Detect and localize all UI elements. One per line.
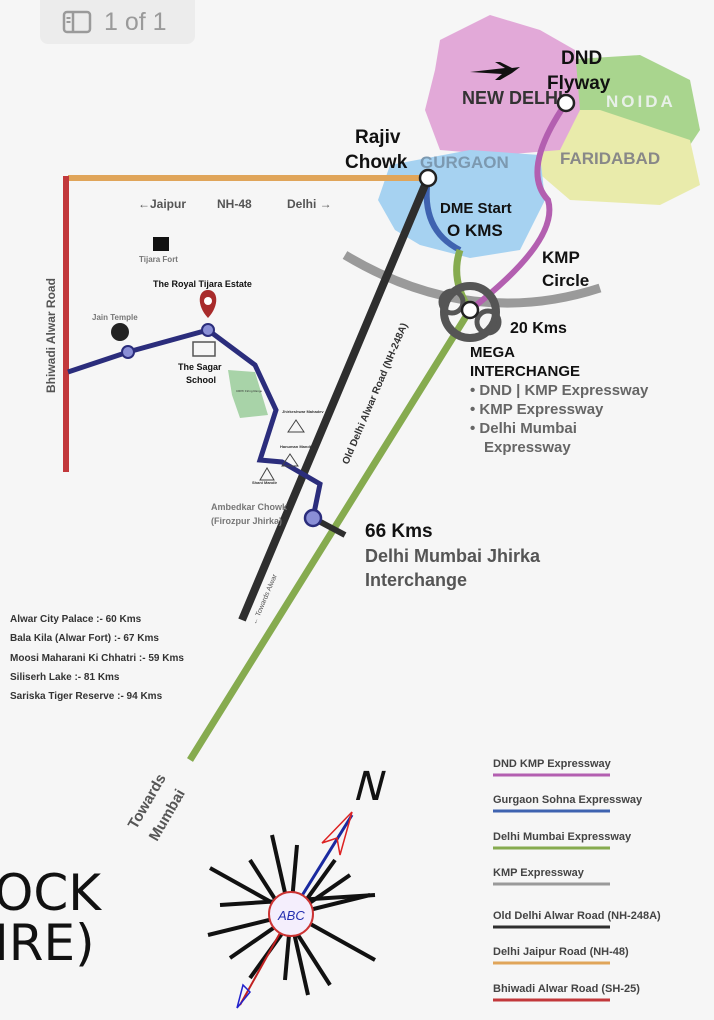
compass-center-text: ABC xyxy=(277,908,305,923)
label-school: School xyxy=(186,375,216,385)
distance-item: Sariska Tiger Reserve :- 94 Kms xyxy=(10,691,163,702)
label-jhirkeshwar: Jhirkeshwar Mahadev xyxy=(282,409,324,414)
fort-icon xyxy=(153,237,169,251)
page-indicator[interactable]: 1 of 1 xyxy=(40,0,195,44)
region-new-delhi xyxy=(425,15,580,155)
label-estate: The Royal Tijara Estate xyxy=(153,279,252,289)
school-icon xyxy=(192,341,216,357)
label-chowk: Chowk xyxy=(345,152,408,173)
mega-item: Expressway xyxy=(484,439,571,456)
interchange-loop-right xyxy=(474,308,502,336)
label-jaipur: ←Jaipur xyxy=(138,197,186,211)
node-mega-interchange xyxy=(460,300,480,320)
distance-item: Bala Kila (Alwar Fort) :- 67 Kms xyxy=(10,633,159,644)
mega-item: • Delhi Mumbai xyxy=(470,420,577,437)
label-jain-temple: Jain Temple xyxy=(92,313,138,322)
label-hanuman: Hanuman Mandir xyxy=(280,444,313,449)
mega-item: • DND | KMP Expressway xyxy=(470,382,649,399)
temple-icon-shani xyxy=(259,467,275,481)
airport-icon xyxy=(470,62,520,80)
road-dnd-kmp xyxy=(468,101,569,313)
page-count: 1 of 1 xyxy=(104,7,167,36)
label-circle: Circle xyxy=(542,271,589,290)
label-jhirka: Delhi Mumbai Jhirka xyxy=(365,546,541,566)
legend-label: DND KMP Expressway xyxy=(493,758,612,770)
distance-list: Alwar City Palace :- 60 Kms Bala Kila (A… xyxy=(10,614,184,702)
distance-item: Alwar City Palace :- 60 Kms xyxy=(10,614,142,625)
label-sagar: The Sagar xyxy=(178,362,222,372)
legend-label: Delhi Mumbai Expressway xyxy=(493,831,632,843)
label-tijara-fort: Tijara Fort xyxy=(139,255,178,264)
temple-icon-jhirkeshwar xyxy=(287,419,305,433)
distance-item: Moosi Maharani Ki Chhatri :- 59 Kms xyxy=(10,653,184,664)
label-dme-start: DME Start xyxy=(440,200,512,217)
label-old-delhi-road: Old Delhi Alwar Road (NH-248A) xyxy=(341,322,411,467)
label-interchange: INTERCHANGE xyxy=(470,363,580,380)
crpf-range-area xyxy=(228,370,268,418)
distance-item: Siliserh Lake :- 81 Kms xyxy=(10,672,120,683)
legend: DND KMP Expressway Gurgaon Sohna Express… xyxy=(493,758,661,1002)
node-rajiv-chowk xyxy=(418,168,438,188)
legend-label: KMP Expressway xyxy=(493,867,585,879)
cropped-heading-fragment: OCK IRE) xyxy=(0,868,101,968)
road-old-delhi-alwar xyxy=(238,176,432,622)
label-delhi: Delhi → xyxy=(287,197,332,211)
node-dnd-flyway xyxy=(556,93,576,113)
label-mega: MEGA xyxy=(470,344,515,361)
node-ambedkar-chowk xyxy=(303,508,323,528)
label-shani: Shani Mandir xyxy=(252,480,278,485)
label-nh48: NH-48 xyxy=(217,197,252,211)
mega-item: • KMP Expressway xyxy=(470,401,604,418)
legend-label: Delhi Jaipur Road (NH-48) xyxy=(493,946,629,958)
sidebar-toggle-icon[interactable] xyxy=(62,10,92,34)
region-label-new-delhi: NEW DELHI xyxy=(462,88,563,108)
region-label-faridabad: FARIDABAD xyxy=(560,149,660,168)
label-jhirka-interchange: Interchange xyxy=(365,570,467,590)
label-66-kms: 66 Kms xyxy=(365,521,433,542)
node-jain-temple xyxy=(121,345,135,359)
region-faridabad xyxy=(535,110,700,205)
north-label: N xyxy=(349,763,392,810)
label-bhiwadi-road: Bhiwadi Alwar Road xyxy=(44,278,58,393)
region-label-noida: NOIDA xyxy=(606,92,676,111)
fragment-line: OCK xyxy=(0,864,102,922)
location-pin-dot xyxy=(204,297,212,305)
legend-label: Old Delhi Alwar Road (NH-248A) xyxy=(493,910,661,922)
label-dnd: DND xyxy=(561,48,602,69)
label-firozpur: (Firozpur Jhirka) xyxy=(211,516,282,526)
legend-label: Gurgaon Sohna Expressway xyxy=(493,794,643,806)
fragment-line: IRE) xyxy=(0,914,95,972)
label-kmp: KMP xyxy=(542,248,580,267)
label-ambedkar: Ambedkar Chowk xyxy=(211,502,288,512)
road-local xyxy=(67,327,323,519)
temple-icon-hanuman xyxy=(281,453,299,467)
compass-rose-icon: ABC N xyxy=(207,763,392,1009)
label-crpf: CRPF Firing Range xyxy=(236,389,263,393)
label-flyway: Flyway xyxy=(547,73,611,94)
road-kmp-expressway xyxy=(342,251,602,308)
node-estate xyxy=(201,323,215,337)
label-twenty-kms: 20 Kms xyxy=(510,320,567,337)
legend-label: Bhiwadi Alwar Road (SH-25) xyxy=(493,983,640,995)
interchange-loop-left xyxy=(438,288,466,316)
label-zero-kms: O KMS xyxy=(447,221,503,240)
label-rajiv: Rajiv xyxy=(355,127,401,148)
temple-icon-jain xyxy=(111,323,129,341)
region-label-gurgaon: GURGAON xyxy=(420,153,509,172)
